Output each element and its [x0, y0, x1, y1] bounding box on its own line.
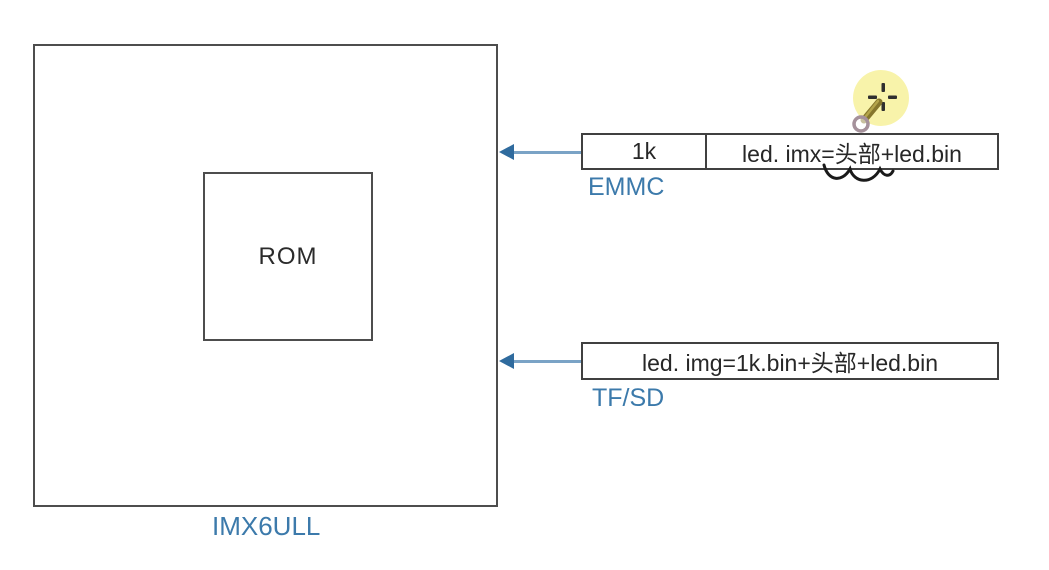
emmc-label: EMMC [588, 173, 665, 201]
tfsd-image-formula: led. img=1k.bin+头部+led.bin [642, 350, 938, 376]
emmc-header-size-box: 1k [581, 133, 707, 170]
imx6ull-label: IMX6ULL [212, 511, 321, 541]
squiggle-underline-icon [822, 163, 895, 182]
tfsd-image-formula-box: led. img=1k.bin+头部+led.bin [581, 342, 999, 380]
pen-cursor-icon [852, 70, 909, 133]
arrow-left-icon [499, 144, 514, 160]
rom-label: ROM [258, 242, 318, 270]
emmc-arrow-line [511, 151, 581, 154]
crosshair-icon [868, 83, 897, 111]
tfsd-arrow-line [511, 360, 581, 363]
rom-box: ROM [203, 172, 373, 341]
cursor-highlight [833, 50, 929, 146]
emmc-image-formula: led. imx=头部+led.bin [742, 140, 962, 167]
arrow-left-icon [499, 353, 514, 369]
emmc-image-formula-box: led. imx=头部+led.bin [705, 133, 999, 170]
tfsd-label: TF/SD [592, 384, 665, 412]
emmc-header-size-label: 1k [631, 138, 657, 164]
